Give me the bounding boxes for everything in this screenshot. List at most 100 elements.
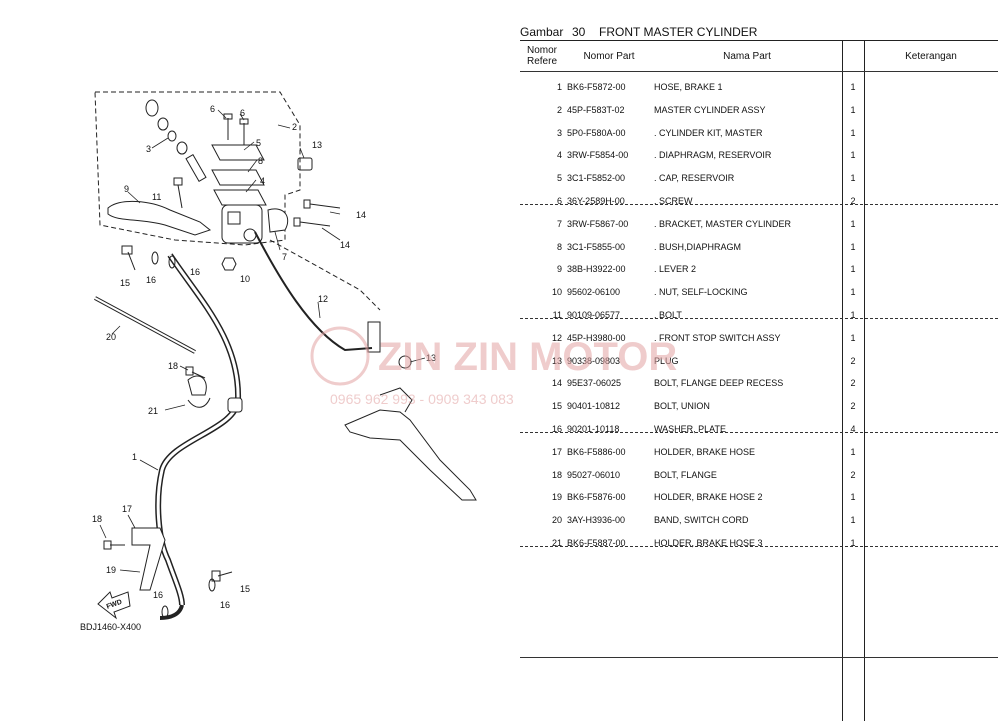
ref-cell: 21 <box>551 538 562 548</box>
part-number-cell: 45P-H3980-00 <box>567 332 626 343</box>
part-name-cell: . BOLT <box>654 310 682 320</box>
gambar-label: Gambar <box>520 25 564 39</box>
part-name-cell: . NUT, SELF-LOCKING <box>654 287 748 298</box>
part-name-cell: . LEVER 2 <box>654 264 697 275</box>
callout-18b: 18 <box>92 514 102 524</box>
part-number-cell: BK6-F5887-00 <box>567 538 626 548</box>
header-part-no: Nomor Part <box>583 50 635 62</box>
ref-cell: 7 <box>556 218 562 229</box>
table-header: Nomor Refere Nomor Part Nama Part Ketera… <box>520 41 998 71</box>
part-number-cell: 90338-09803 <box>567 355 621 366</box>
ref-cell: 5 <box>556 173 562 184</box>
callout-18a: 18 <box>168 361 178 371</box>
callout-4: 4 <box>260 176 265 186</box>
group-separator <box>520 318 998 319</box>
part-number-cell: 90109-06577 <box>567 310 621 320</box>
callout-17: 17 <box>122 504 132 514</box>
part-name-cell: . DIAPHRAGM, RESERVOIR <box>654 150 772 161</box>
table-row: 3 5P0-F580A-00 . CYLINDER KIT, MASTER 1 <box>520 122 998 145</box>
callout-7: 7 <box>282 252 287 262</box>
callout-13b: 13 <box>426 353 436 363</box>
quantity-cell: 1 <box>850 515 856 526</box>
lever-9-shape <box>107 200 212 236</box>
reservoir-cap <box>211 144 265 161</box>
ref-cell: 20 <box>551 515 562 526</box>
callout-15b: 15 <box>240 584 250 594</box>
ref-cell: 18 <box>551 469 562 480</box>
quantity-cell: 2 <box>850 378 856 389</box>
fwd-arrow <box>97 591 131 620</box>
quantity-cell: 4 <box>850 424 856 434</box>
quantity-cell: 2 <box>850 196 856 206</box>
part-number-cell: 3AY-H3936-00 <box>567 515 626 526</box>
callout-2: 2 <box>292 122 297 132</box>
quantity-cell: 1 <box>850 241 856 252</box>
part-name-cell: WASHER, PLATE <box>654 424 727 434</box>
part-number-cell: 90401-10812 <box>567 401 621 412</box>
quantity-cell: 2 <box>850 401 856 412</box>
part-name-cell: HOLDER, BRAKE HOSE <box>654 446 756 457</box>
part-number-cell: BK6-F5886-00 <box>567 446 626 457</box>
callout-10: 10 <box>240 274 250 284</box>
callout-13a: 13 <box>312 140 322 150</box>
quantity-cell: 1 <box>850 218 856 229</box>
ref-cell: 17 <box>551 446 562 457</box>
part-name-cell: . CYLINDER KIT, MASTER <box>654 127 763 138</box>
lever-assembly <box>344 409 477 501</box>
ref-cell: 1 <box>556 82 562 92</box>
ref-cell: 8 <box>556 241 562 252</box>
ref-cell: 4 <box>556 150 562 161</box>
part-name-cell: MASTER CYLINDER ASSY <box>654 104 766 115</box>
callout-1: 1 <box>132 452 137 462</box>
quantity-cell: 1 <box>850 287 856 298</box>
part-number-cell: 95602-06100 <box>567 287 621 298</box>
part-number-cell: 3C1-F5852-00 <box>567 173 626 184</box>
callout-20: 20 <box>106 332 116 342</box>
ref-cell: 15 <box>551 401 562 412</box>
part-name-cell: . SCREW <box>654 196 693 206</box>
part-name-cell: . BRACKET, MASTER CYLINDER <box>654 218 792 229</box>
ref-cell: 2 <box>556 104 562 115</box>
callout-8: 8 <box>258 156 263 166</box>
part-name-cell: . FRONT STOP SWITCH ASSY <box>654 332 781 343</box>
part-name-cell: . BUSH,DIAPHRAGM <box>654 241 742 252</box>
header-remarks: Keterangan <box>905 50 957 62</box>
part-name-cell: HOLDER, BRAKE HOSE 2 <box>654 492 763 503</box>
part-name-cell: PLUG <box>654 355 679 366</box>
part-number-cell: 5P0-F580A-00 <box>567 127 626 138</box>
callout-6b: 6 <box>240 108 245 118</box>
callout-21: 21 <box>148 406 158 416</box>
part-name-cell: . CAP, RESERVOIR <box>654 173 735 184</box>
group-separator <box>520 657 998 658</box>
quantity-cell: 1 <box>850 492 856 503</box>
quantity-cell: 1 <box>850 127 856 138</box>
ref-cell: 13 <box>551 355 562 366</box>
ref-cell: 3 <box>556 127 562 138</box>
callout-15a: 15 <box>120 278 130 288</box>
header-part-name: Nama Part <box>723 50 771 62</box>
callout-12: 12 <box>318 294 328 304</box>
part-number-cell: 90201-10118 <box>567 424 620 434</box>
callout-16d: 16 <box>220 600 230 610</box>
group-separator <box>520 546 998 547</box>
col-divider <box>842 41 843 721</box>
part-number-cell: BK6-F5876-00 <box>567 492 626 503</box>
callout-16a: 16 <box>190 267 200 277</box>
callout-9: 9 <box>124 184 129 194</box>
part-name-cell: BAND, SWITCH CORD <box>654 515 749 526</box>
part-name-cell: BOLT, FLANGE <box>654 469 717 480</box>
header-ref: Nomor Refere <box>526 45 557 67</box>
callout-16b: 16 <box>146 275 156 285</box>
